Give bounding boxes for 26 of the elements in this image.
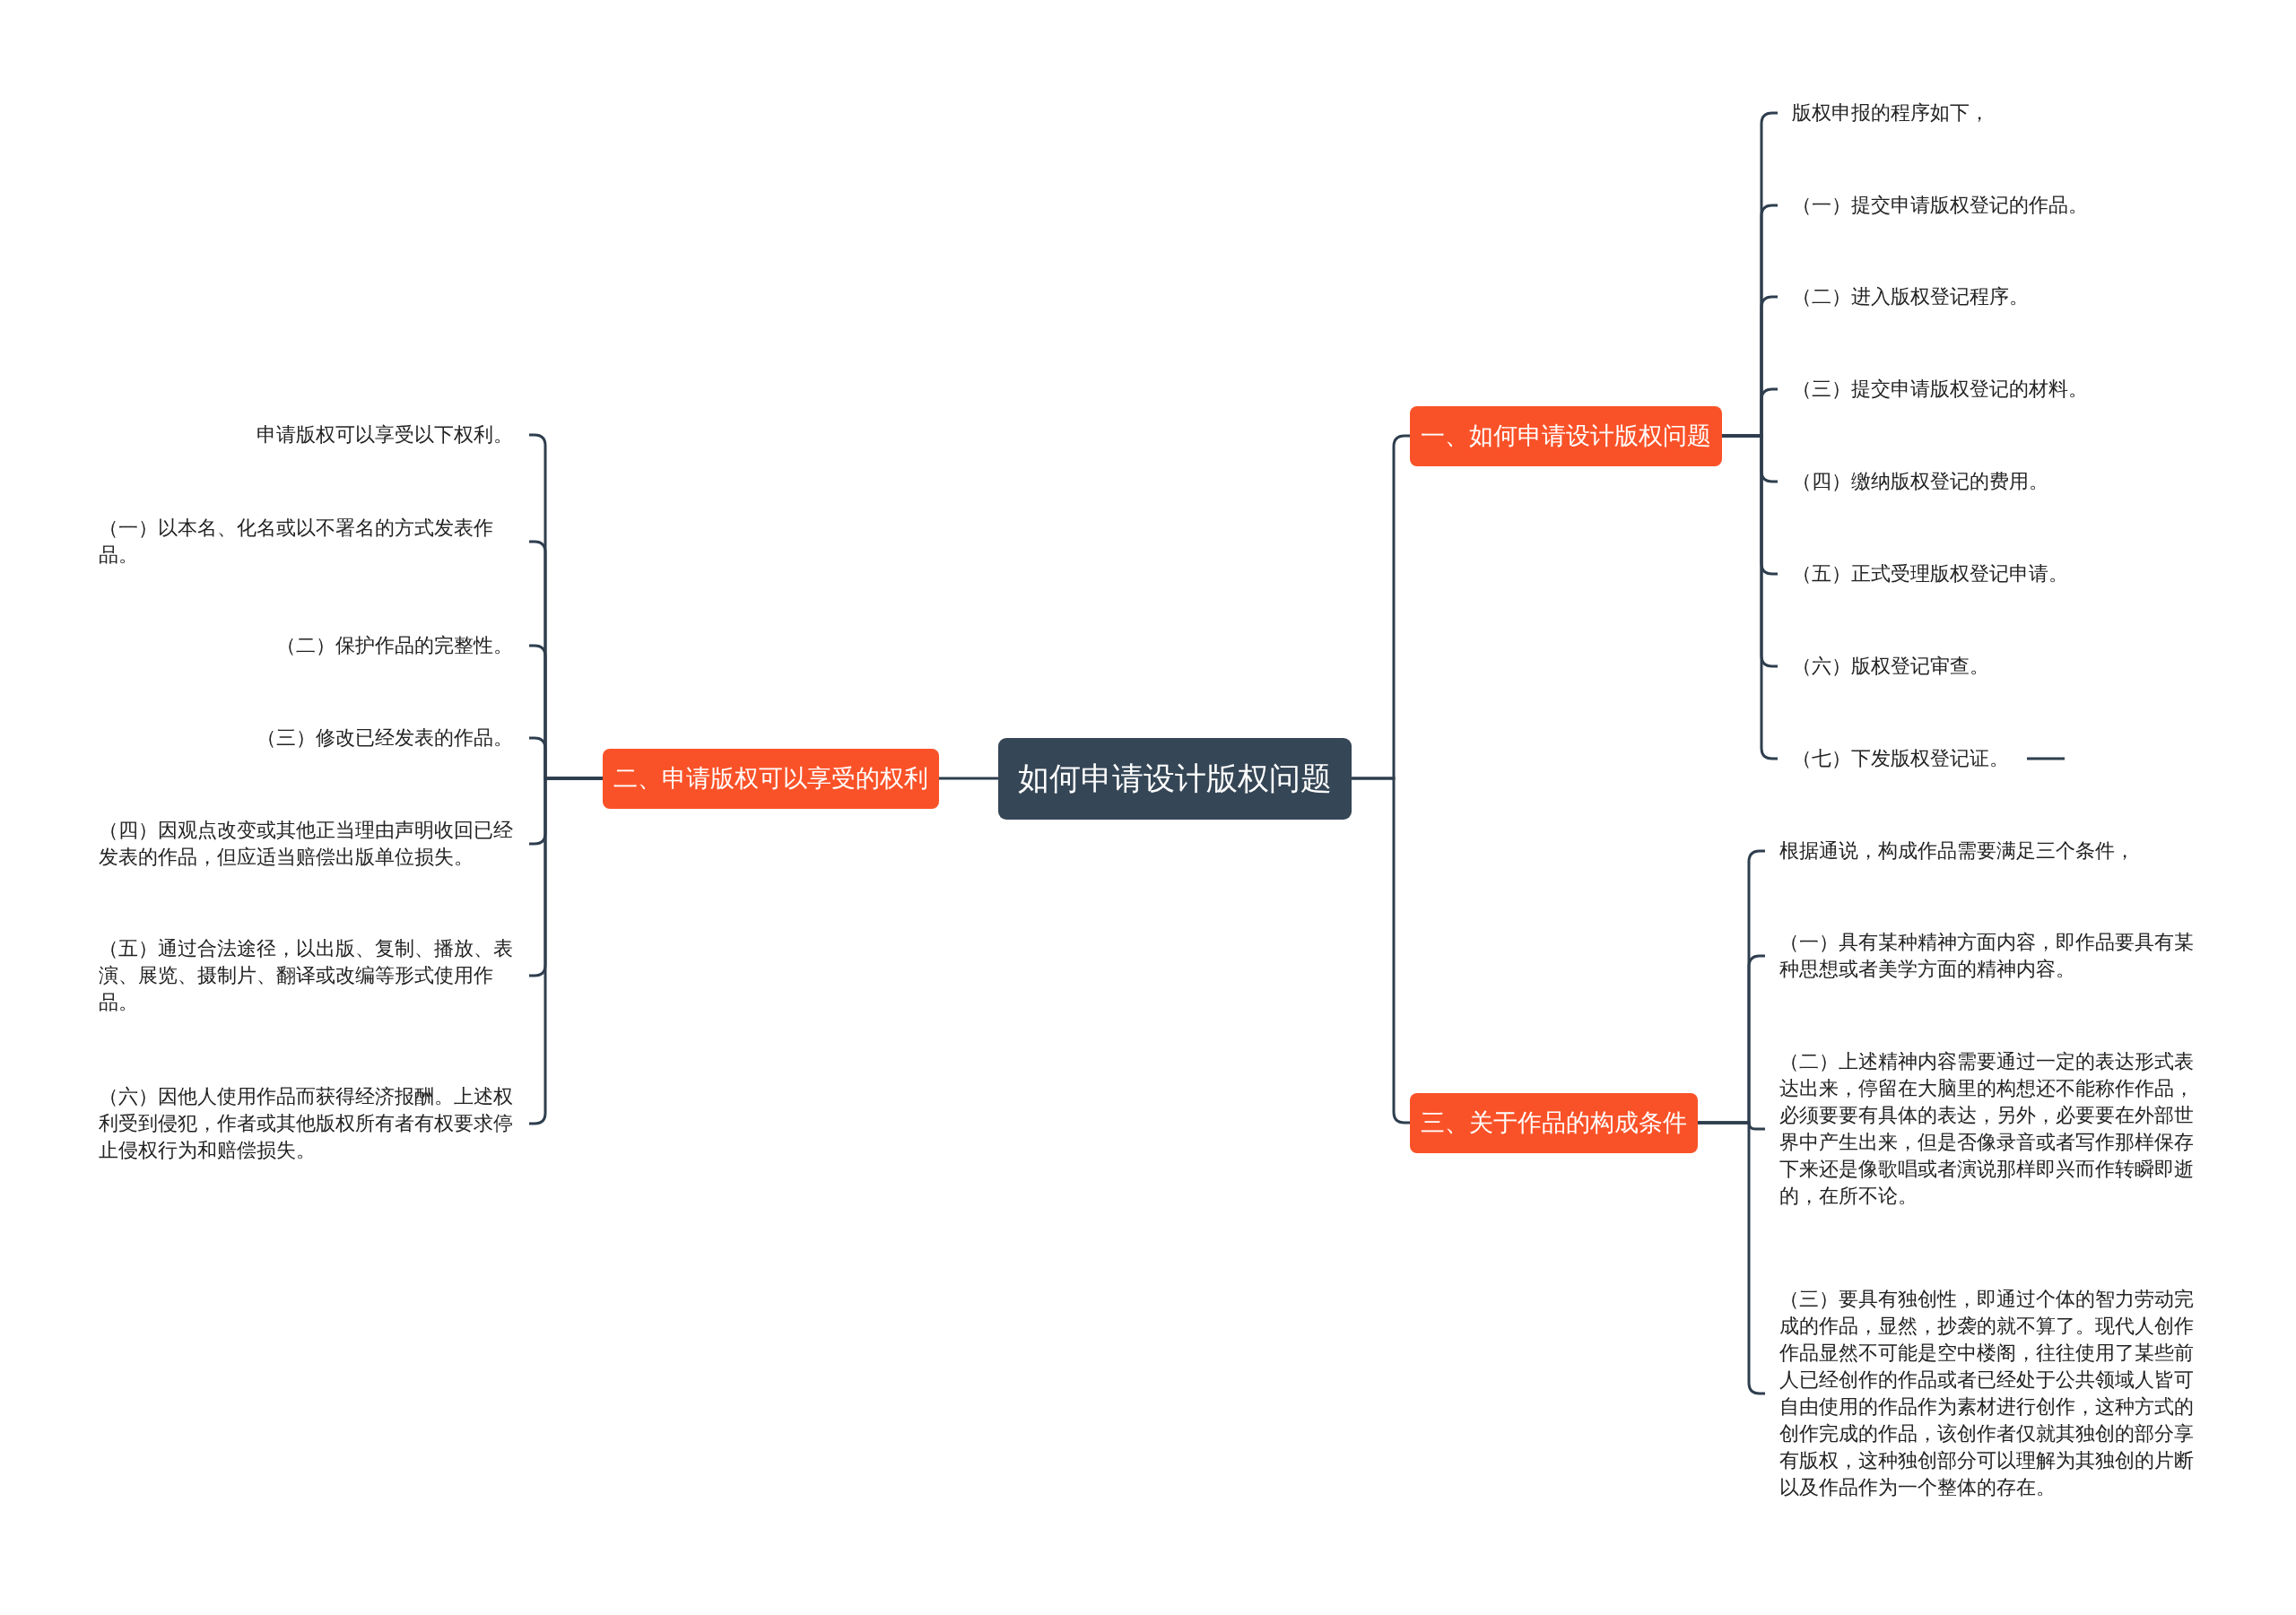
branch-topic: 三、关于作品的构成条件 bbox=[1410, 1092, 1698, 1153]
branch-topic: 一、如何申请设计版权问题 bbox=[1410, 405, 1722, 466]
subtopic-text: （四）缴纳版权登记的费用。 bbox=[1792, 469, 2048, 494]
subtopic-text: （二）保护作品的完整性。 bbox=[276, 633, 513, 658]
subtopic-text: （三）修改已经发表的作品。 bbox=[257, 725, 513, 751]
subtopic-text: （一）具有某种精神方面内容，即作品要具有某种思想或者美学方面的精神内容。 bbox=[1779, 930, 2195, 982]
subtopic-text: （一）提交申请版权登记的作品。 bbox=[1792, 193, 2088, 218]
central-topic: 如何申请设计版权问题 bbox=[998, 737, 1352, 820]
subtopic-text: （二）上述精神内容需要通过一定的表达形式表达出来，停留在大脑里的构想还不能称作作品，必须要要有具体的表达，另外，必要要在外部世界中产生出来，但是否像录音或者写作那样保存下来还是像歌唱或者演说那样即兴而作转瞬即逝的，在所不论。 bbox=[1779, 1049, 2195, 1209]
subtopic-text: （五）通过合法途径，以出版、复制、播放、表演、展览、摄制片、翻译或改编等形式使用作品。 bbox=[99, 936, 513, 1015]
subtopic-text: （四）因观点改变或其他正当理由声明收回已经发表的作品，但应适当赔偿出版单位损失。 bbox=[99, 818, 513, 870]
subtopic-text: （二）进入版权登记程序。 bbox=[1792, 284, 2029, 309]
subtopic-text: （三）要具有独创性，即通过个体的智力劳动完成的作品，显然，抄袭的就不算了。现代人创作作品显然不可能是空中楼阁，往往使用了某些前人已经创作的作品或者已经处于公共领域人皆可自由使用的作品作为素材进行创作，这种方式的创作完成的作品，该创作者仅就其独创的部分享有版权，这种独创部分可以理解为其独创的片断以及作品作为一个整体的存在。 bbox=[1779, 1287, 2195, 1500]
subtopic-text: 申请版权可以享受以下权利。 bbox=[257, 422, 513, 447]
connector-line bbox=[529, 777, 603, 1125]
subtopic-text: （六）版权登记审查。 bbox=[1792, 654, 1989, 679]
subtopic-text: （三）提交申请版权登记的材料。 bbox=[1792, 377, 2088, 402]
branch-topic: 二、申请版权可以享受的权利 bbox=[603, 748, 939, 809]
connector-line bbox=[939, 777, 998, 780]
subtopic-text: （一）以本名、化名或以不署名的方式发表作品。 bbox=[99, 516, 494, 568]
subtopic-text: （七）下发版权登记证。 bbox=[1792, 746, 2009, 771]
subtopic-text: （五）正式受理版权登记申请。 bbox=[1792, 561, 2068, 586]
subtopic-text: 版权申报的程序如下， bbox=[1792, 100, 1989, 126]
connector-line bbox=[1352, 777, 1410, 1124]
subtopic-text: 根据通说，构成作品需要满足三个条件， bbox=[1779, 838, 2135, 864]
subtopic-text: （六）因他人使用作品而获得经济报酬。上述权利受到侵犯，作者或其他版权所有者有权要求停止侵权行为和赔偿损失。 bbox=[99, 1084, 513, 1163]
